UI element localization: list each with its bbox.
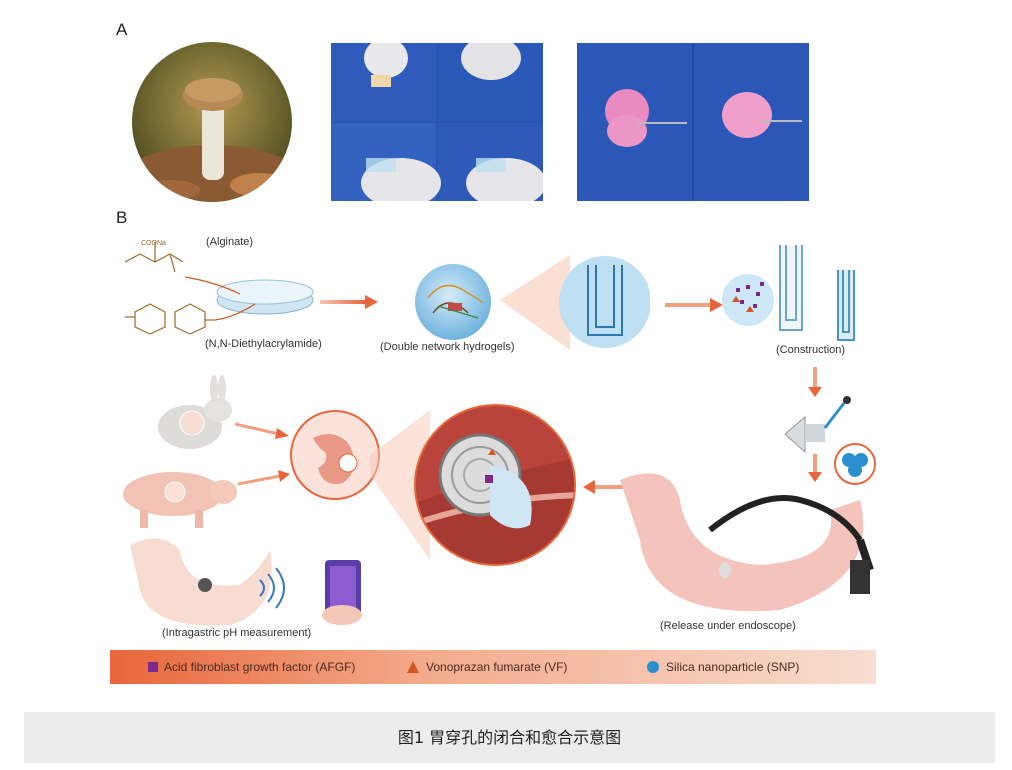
- arrow-2-icon: [665, 298, 723, 312]
- figure-caption: 图1 胃穿孔的闭合和愈合示意图: [397, 728, 622, 747]
- double-network-sphere: [415, 264, 491, 340]
- arrow-pig-icon: [238, 470, 290, 486]
- panel-a-label: A: [116, 20, 128, 39]
- chemistry-structures: [124, 242, 314, 335]
- arrow-rabbit-icon: [235, 422, 289, 439]
- stomach-endoscope: [620, 473, 874, 612]
- legend-bar: Acid fibroblast growth factor (AFGF) Von…: [110, 650, 876, 684]
- perforation-detail-circle: [370, 404, 576, 566]
- double-network-label: (Double network hydrogels): [380, 341, 515, 353]
- alginate-label: (Alginate): [206, 236, 254, 248]
- release-label: (Release under endoscope): [660, 620, 796, 632]
- snp-circle-icon: [647, 661, 659, 673]
- mushroom-photo: [132, 42, 292, 202]
- legend-snp: Silica nanoparticle (SNP): [666, 660, 800, 674]
- construction-diagram: [722, 245, 855, 341]
- stomach-zoom-circle: [290, 410, 380, 500]
- rabbit-illustration: [158, 375, 232, 449]
- panel-b-label: B: [116, 208, 128, 227]
- arrow-back-icon: [583, 480, 623, 494]
- applicator-device: [784, 367, 876, 485]
- ph-measurement-illustration: [130, 538, 362, 626]
- legend-afgf: Acid fibroblast growth factor (AFGF): [164, 660, 356, 674]
- ph-measure-label: (Intragastric pH measurement): [162, 627, 312, 639]
- legend-vf: Vonoprazan fumarate (VF): [426, 660, 568, 674]
- pink-hydrogel-photo: [577, 43, 809, 201]
- hydrogel-press-photo: [331, 36, 546, 208]
- construction-label: (Construction): [776, 344, 846, 356]
- arrow-1-icon: [320, 295, 378, 309]
- nndea-label: (N,N-Diethylacrylamide): [205, 338, 322, 350]
- afgf-square-icon: [148, 662, 158, 672]
- vf-triangle-icon: [407, 661, 419, 673]
- figure-caption-bar: 图1 胃穿孔的闭合和愈合示意图: [24, 712, 995, 763]
- coona-label: COONa: [141, 240, 166, 247]
- u-channel-zoom: [500, 255, 650, 350]
- pig-illustration: [123, 472, 237, 528]
